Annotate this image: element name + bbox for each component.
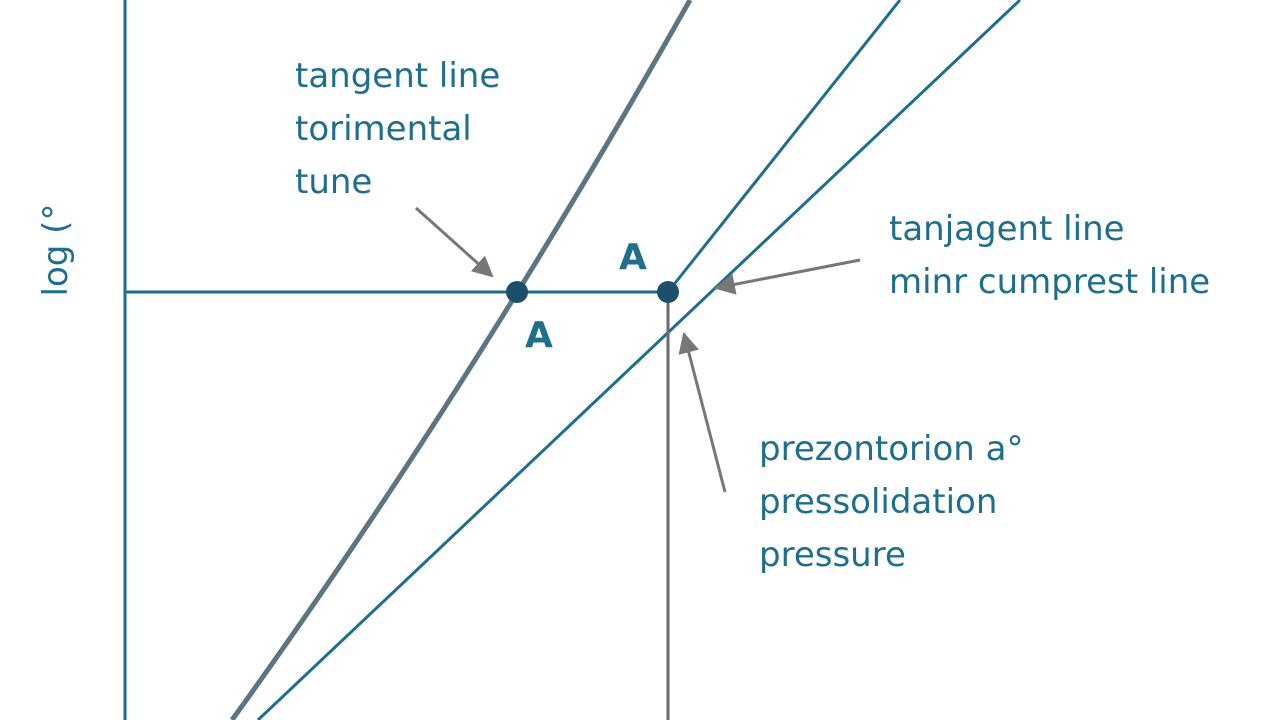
compression-curve xyxy=(229,0,693,720)
label-line: minr cumprest line xyxy=(889,262,1211,302)
label-line: pressolidation xyxy=(759,482,998,522)
arrow-compression-label xyxy=(713,258,861,295)
label-line: prezontorion a° xyxy=(759,429,1024,469)
label-line: tanjagent line xyxy=(889,209,1125,249)
label-line: tune xyxy=(295,162,373,202)
compression-label-block: tanjagent line minr cumprest line xyxy=(889,203,1210,309)
label-line: tangent line xyxy=(295,56,501,96)
compression-line xyxy=(256,0,1022,720)
arrow-pressure-label xyxy=(678,331,727,493)
point-a-right-label: A xyxy=(619,237,647,278)
tangent-line xyxy=(666,0,902,293)
arrow-tangent-label xyxy=(414,206,494,278)
point-a-right xyxy=(657,281,679,303)
point-a-left-label: A xyxy=(525,315,553,356)
tangent-label-block: tangent line torimental tune xyxy=(295,50,500,209)
label-line: pressure xyxy=(759,535,906,575)
pressure-label-block: prezontorion a° pressolidation pressure xyxy=(759,423,1023,582)
point-a-left xyxy=(506,281,528,303)
y-axis-label: log (° xyxy=(36,203,76,297)
label-line: torimental xyxy=(295,109,472,149)
